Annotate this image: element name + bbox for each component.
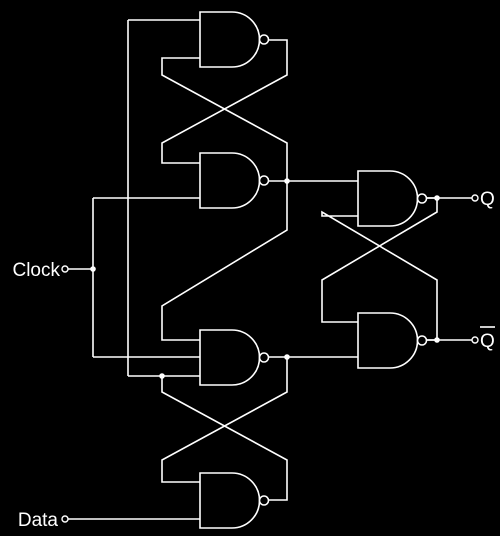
nand-gate-2 (199, 152, 270, 209)
clock-terminal (61, 265, 69, 273)
q-bar-terminal (471, 336, 479, 344)
wires (68, 19, 472, 520)
nand-gate-6 (357, 312, 428, 369)
q-output-label: Q (480, 189, 495, 210)
data-label: Data (18, 510, 59, 531)
nand-gate-3 (199, 329, 270, 386)
data-terminal (61, 515, 69, 523)
clock-label: Clock (12, 260, 60, 281)
nand-gate-4 (199, 472, 270, 529)
nand-gate-5 (357, 170, 428, 227)
junction-dots (90, 178, 440, 379)
q-terminal (471, 194, 479, 202)
q-bar-output-label: Q (480, 331, 495, 352)
nand-gate-1 (199, 11, 270, 68)
